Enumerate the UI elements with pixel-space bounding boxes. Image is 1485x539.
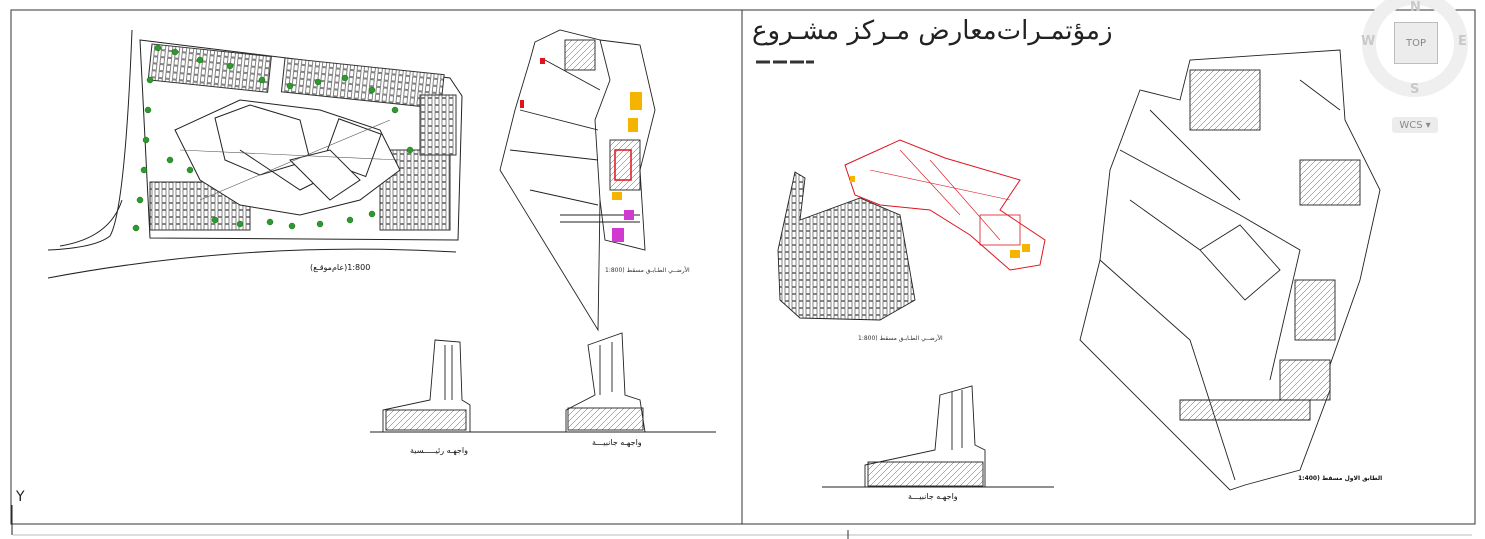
ucs-y-axis-label: Y bbox=[16, 489, 25, 505]
label-elevation-front-left: واجهـه جانبيـــة bbox=[592, 438, 642, 447]
ucs-icon bbox=[11, 505, 13, 535]
floor-plan-right-marks bbox=[850, 176, 1030, 258]
elevation-right[interactable] bbox=[822, 385, 1054, 488]
floor-plan-right-parking[interactable] bbox=[777, 171, 916, 321]
sheet-frame bbox=[10, 9, 1476, 539]
site-plan[interactable] bbox=[47, 29, 463, 279]
floor-plan-large[interactable] bbox=[1079, 49, 1381, 491]
chevron-down-icon: ▾ bbox=[1425, 119, 1431, 131]
viewcube-top-face[interactable]: TOP bbox=[1394, 22, 1438, 64]
label-elevation-side-left: واجهـه رئيـــــسية bbox=[410, 446, 468, 455]
wcs-label: WCS bbox=[1399, 119, 1423, 131]
wcs-menu-button[interactable]: WCS ▾ bbox=[1392, 117, 1438, 133]
label-ground-floor-left: 1:800) الأرضــي الطـابـق مسقط bbox=[605, 267, 690, 274]
viewcube-north[interactable]: N bbox=[1410, 0, 1421, 15]
elevations-left[interactable] bbox=[370, 332, 716, 433]
label-first-floor-right: 1:400) الطابق الاول مسقط bbox=[1298, 475, 1383, 482]
project-title: زمؤتمـرات‌معارض‌ مـركز مشـروع bbox=[752, 16, 1113, 46]
viewcube-west[interactable]: W bbox=[1361, 34, 1376, 49]
viewcube-south[interactable]: S bbox=[1410, 82, 1420, 97]
viewcube-ring bbox=[1362, 0, 1468, 97]
viewcube-east[interactable]: E bbox=[1458, 34, 1467, 49]
site-trees bbox=[132, 44, 414, 232]
label-ground-floor-right: 1:800) الأرضــي الطـابـق مسقط bbox=[858, 335, 943, 342]
floor-plan-right-building[interactable] bbox=[844, 139, 1046, 271]
label-site-plan: (عام‌موقـع)1:800 bbox=[310, 263, 371, 272]
label-elevation-right: واجهـه جانبيـــة bbox=[908, 492, 958, 501]
layout-sheet-right bbox=[741, 9, 1476, 525]
floor-plan-left-colors bbox=[520, 58, 642, 242]
